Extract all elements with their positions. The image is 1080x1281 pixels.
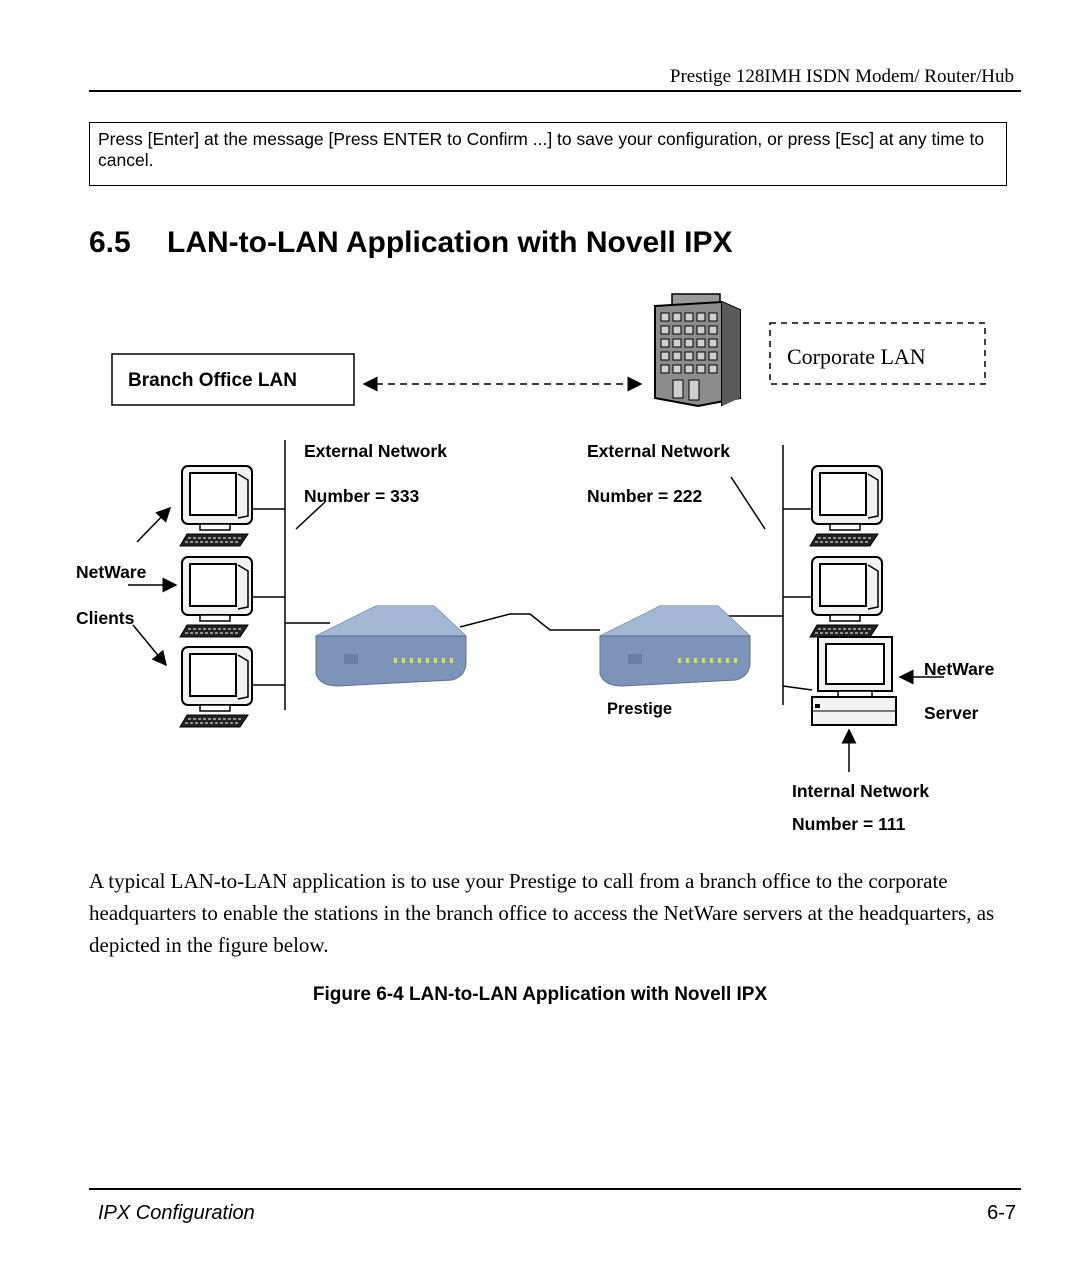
corporate-lan-box	[769, 322, 986, 385]
workstation-computer-icon	[809, 556, 883, 638]
branch-router-icon	[315, 605, 467, 687]
section-title: 6.5 LAN-to-LAN Application with Novell IP…	[89, 226, 733, 260]
prestige-label: Prestige	[607, 700, 672, 718]
network-diagram: Corporate LAN Branch Office LAN External…	[76, 293, 995, 834]
footer-chapter: IPX Configuration	[98, 1202, 255, 1224]
ext-net-left-line1: External Network	[304, 441, 447, 461]
running-header: Prestige 128IMH ISDN Modem/ Router/Hub	[669, 66, 1014, 87]
ext-net-right-pointer	[730, 476, 766, 530]
clients-arrow-up	[136, 506, 172, 543]
internal-net-line2: Number = 111	[792, 814, 906, 834]
section-heading: LAN-to-LAN Application with Novell IPX	[167, 226, 733, 259]
building-icon	[654, 293, 741, 408]
clients-label-line2: Clients	[76, 608, 135, 628]
corporate-router-icon	[599, 605, 751, 687]
footer-page-number: 6-7	[987, 1202, 1016, 1224]
clients-arrow-down	[132, 624, 167, 667]
ext-net-left-line2: Number = 333	[304, 486, 420, 506]
branch-lan-box	[111, 353, 355, 406]
client-computer-icon	[179, 465, 253, 547]
server-icon	[811, 636, 897, 726]
isdn-link	[459, 613, 600, 631]
figure-caption: Figure 6-4 LAN-to-LAN Application with N…	[312, 984, 768, 1005]
clients-label-line1: NetWare	[76, 562, 147, 582]
header-rule	[89, 90, 1021, 92]
internal-net-line1: Internal Network	[792, 781, 929, 801]
client-computer-icon	[179, 646, 253, 728]
note-text: Press [Enter] at the message [Press ENTE…	[98, 129, 985, 170]
branch-lan-label: Branch Office LAN	[128, 370, 297, 391]
ext-net-left-pointer	[295, 501, 326, 530]
body-paragraph: A typical LAN-to-LAN application is to u…	[89, 869, 995, 957]
workstation-computer-icon	[809, 465, 883, 547]
corporate-lan-label: Corporate LAN	[787, 344, 926, 369]
client-computer-icon	[179, 556, 253, 638]
ext-net-right-line1: External Network	[587, 441, 730, 461]
note-box: Press [Enter] at the message [Press ENTE…	[89, 122, 1007, 186]
ext-net-right-line2: Number = 222	[587, 486, 703, 506]
server-label-line2: Server	[924, 703, 979, 723]
section-number: 6.5	[89, 226, 131, 259]
footer-rule	[89, 1188, 1021, 1190]
server-label-line1: NetWare	[924, 659, 995, 679]
